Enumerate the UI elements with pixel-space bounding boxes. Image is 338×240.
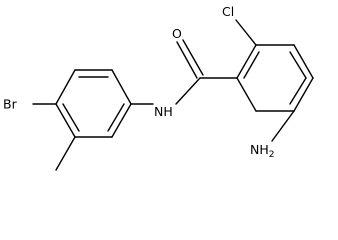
oxygen-label: O xyxy=(172,26,182,41)
right-benzene-ring xyxy=(236,44,314,112)
double-bond-inner xyxy=(289,51,307,79)
double-bond-inner xyxy=(107,103,125,132)
amino-subscript: 2 xyxy=(269,150,275,160)
nitrogen-carbonyl-bond xyxy=(175,77,201,105)
amino-bond xyxy=(271,110,295,142)
bond xyxy=(111,103,132,138)
methyl-bond xyxy=(55,136,76,171)
bond xyxy=(55,103,76,138)
bromine-label: Br xyxy=(3,97,18,112)
chlorine-label: Cl xyxy=(222,4,234,19)
amide-nh-label: NH xyxy=(154,104,173,119)
double-bond-inner xyxy=(243,51,260,79)
bond xyxy=(236,77,257,112)
amino-nh-text: NH xyxy=(250,142,269,157)
bond xyxy=(293,44,314,79)
amino-label: NH2 xyxy=(250,142,274,160)
double-bond-inner xyxy=(289,77,307,105)
bond xyxy=(293,77,314,112)
bond xyxy=(55,69,76,105)
chemical-structure: Br NH O Cl NH2 xyxy=(3,4,314,171)
bond xyxy=(236,44,257,79)
carbonyl-double-bond xyxy=(182,39,204,76)
chlorine-bond xyxy=(235,19,257,46)
bond xyxy=(111,69,132,105)
carbonyl-double-bond xyxy=(176,41,198,79)
left-benzene-ring xyxy=(55,69,132,138)
double-bond-inner xyxy=(62,103,80,132)
